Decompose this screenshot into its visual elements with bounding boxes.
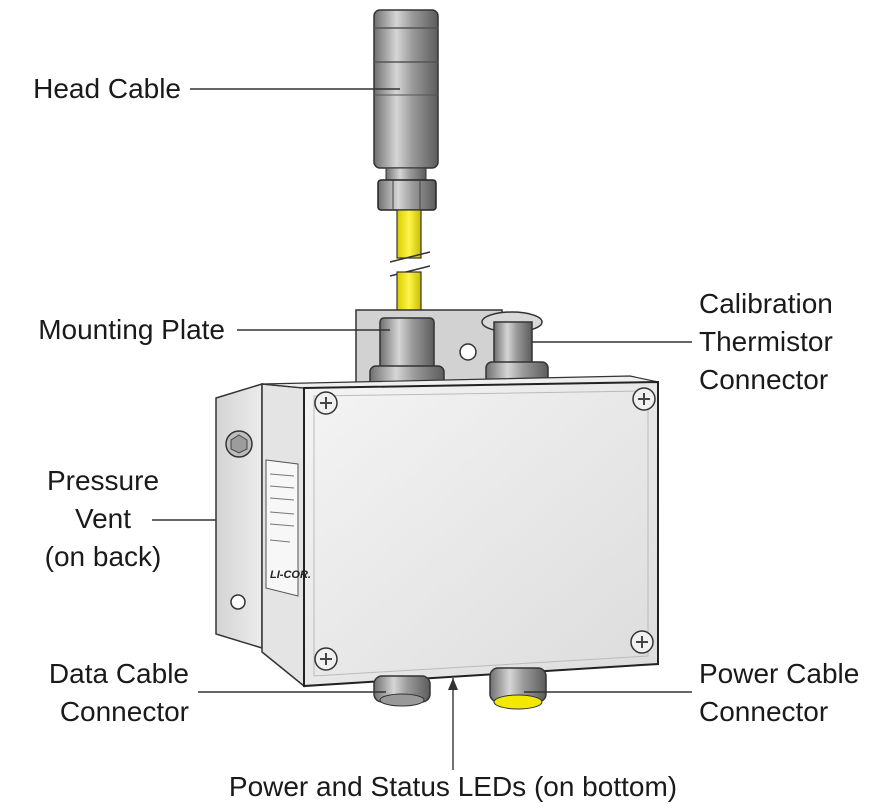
label-mounting-plate: Mounting Plate: [38, 314, 225, 345]
leader-lines: [152, 88, 692, 770]
label-power-cable-connector: Power Cable Connector: [699, 658, 860, 727]
label-data-cable-connector: Data Cable Connector: [48, 658, 189, 727]
head-cable-gland: [369, 317, 445, 387]
brand-logo: LI-COR.: [270, 569, 311, 581]
screw-icon: [314, 387, 656, 671]
pressure-vent-icon: [225, 430, 253, 610]
head-cable-connector: [373, 9, 439, 211]
power-cable-connector: [489, 667, 547, 710]
label-power-status-leds: Power and Status LEDs (on bottom): [228, 771, 678, 802]
data-cable-connector: [373, 675, 431, 707]
yellow-cable: [389, 209, 431, 319]
label-calibration-thermistor: Calibration Thermistor Connector: [699, 288, 833, 395]
label-head-cable: Head Cable: [33, 73, 181, 104]
product-label: LI-COR.: [265, 459, 311, 597]
label-pressure-vent: Pressure Vent (on back): [44, 465, 162, 572]
